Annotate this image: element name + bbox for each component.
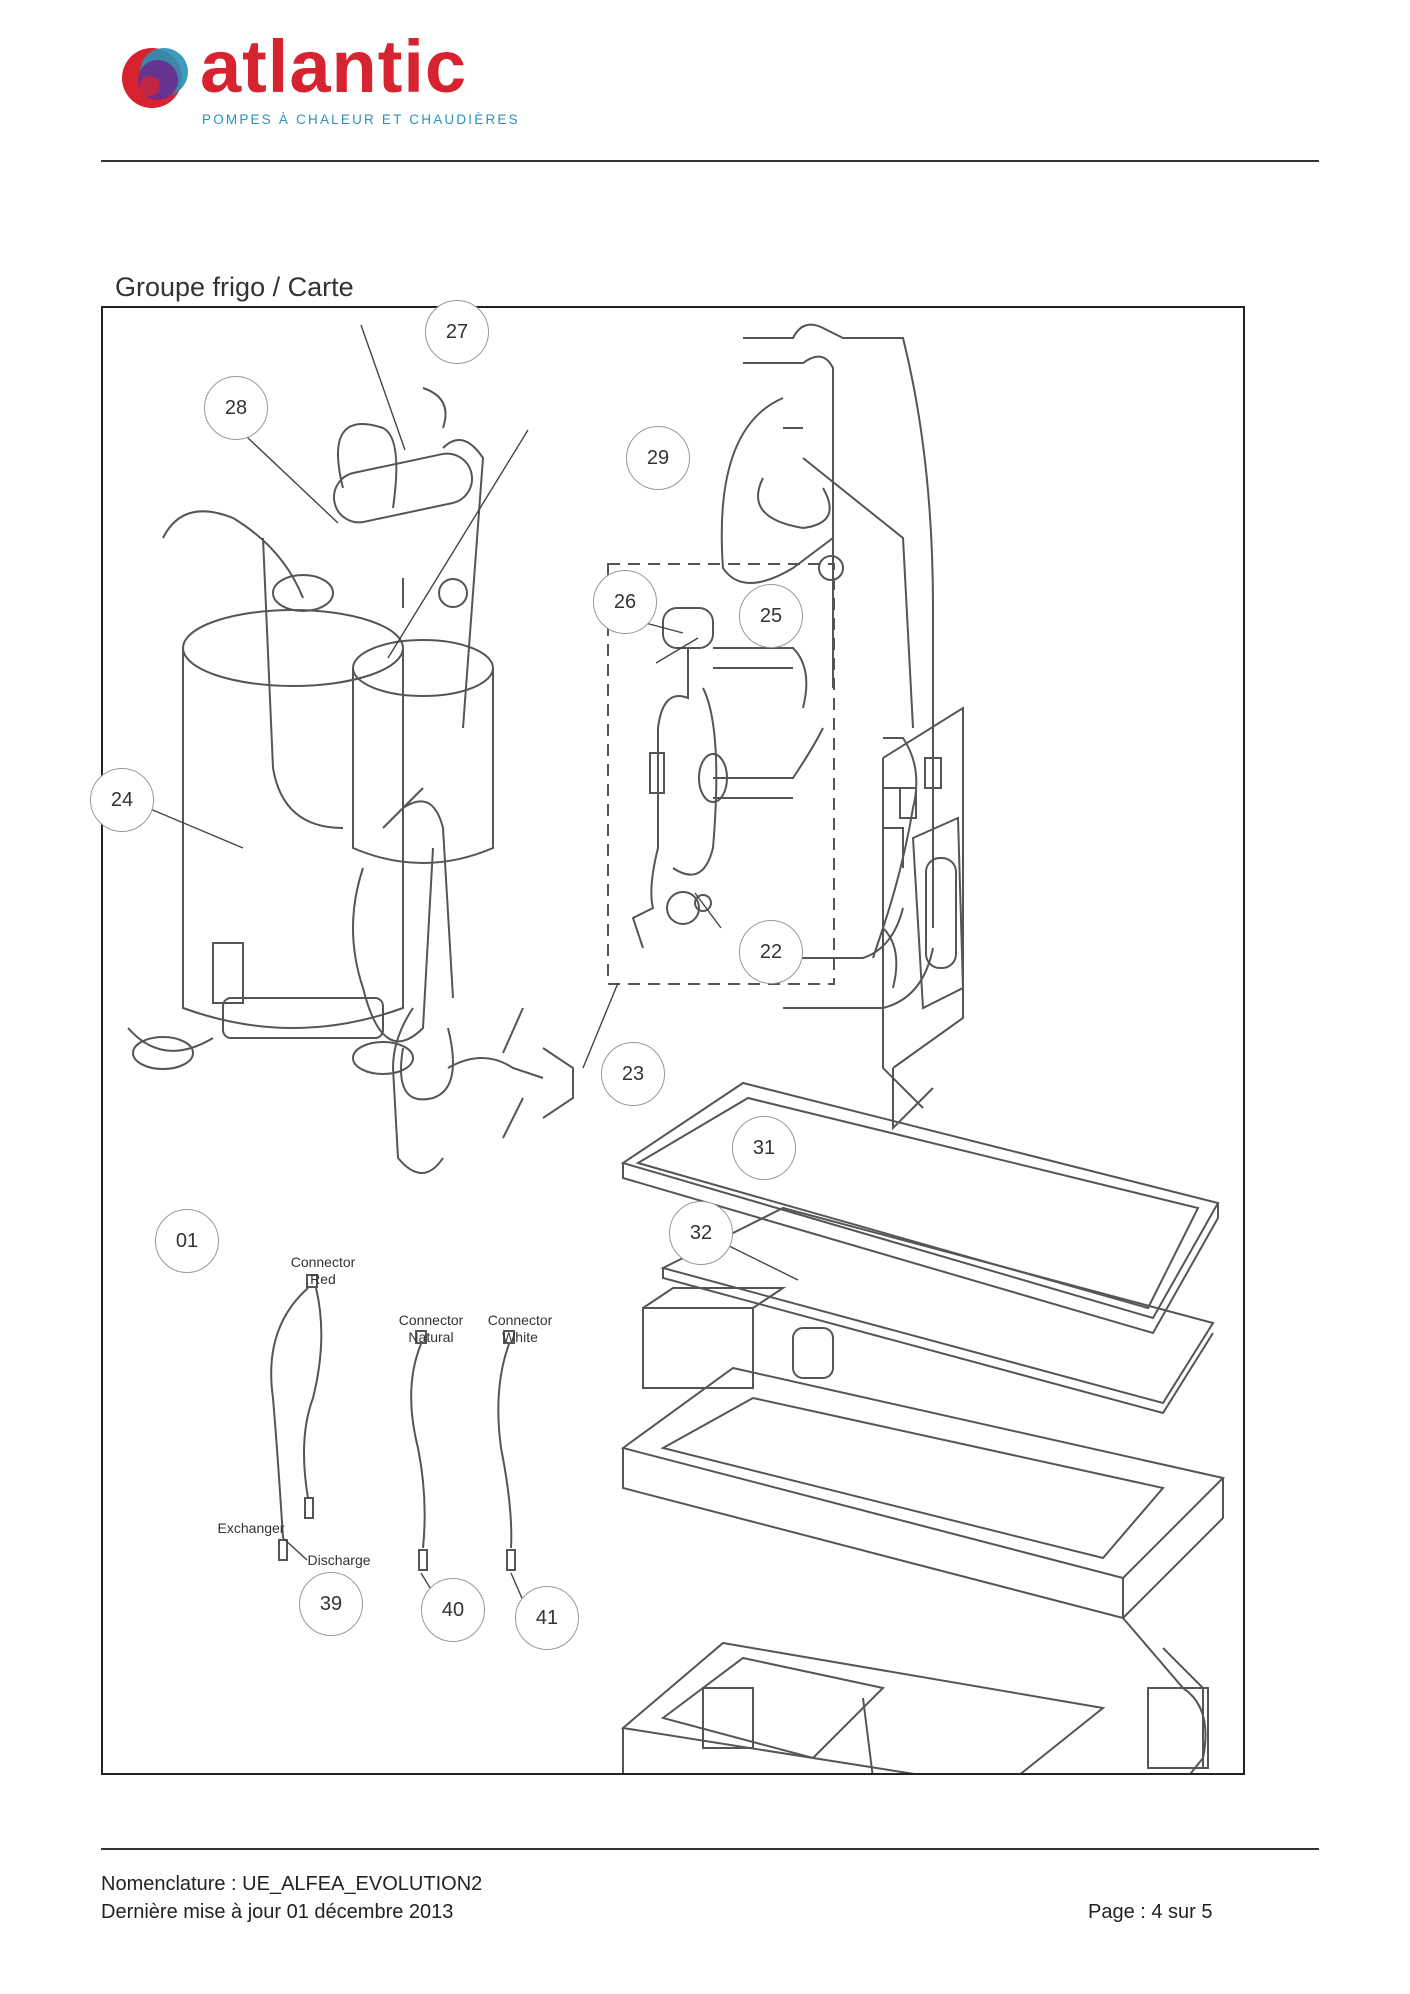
callout-32: 32	[669, 1201, 733, 1265]
sensor-wires-drawing	[270, 1274, 516, 1571]
exploded-diagram: 27 28 29 26 25 24 22 23 31 32 01 39 40 4…	[90, 300, 1245, 1775]
callout-24: 24	[90, 768, 154, 832]
callout-28: 28	[204, 376, 268, 440]
callout-01: 01	[155, 1209, 219, 1273]
accumulator-drawing	[332, 387, 574, 1174]
callout-22: 22	[739, 920, 803, 984]
callout-31: 31	[732, 1116, 796, 1180]
side-panel-drawing	[882, 706, 965, 1131]
callout-41: 41	[515, 1586, 579, 1650]
brand-tagline: POMPES À CHALEUR ET CHAUDIÈRES	[202, 112, 520, 127]
brand-name: atlantic	[200, 25, 468, 108]
callout-26: 26	[593, 570, 657, 634]
footer-nomenclature: Nomenclature : UE_ALFEA_EVOLUTION2	[101, 1873, 483, 1895]
logo-mark-icon	[122, 48, 188, 108]
compressor-drawing	[127, 510, 414, 1075]
label-connector-red: Connector Red	[290, 1254, 356, 1287]
callout-39: 39	[299, 1572, 363, 1636]
label-connector-natural: Connector Natural	[398, 1312, 464, 1345]
section-title: Groupe frigo / Carte	[115, 272, 354, 302]
callout-23: 23	[601, 1042, 665, 1106]
atlantic-logo: atlantic POMPES À CHALEUR ET CHAUDIÈRES	[112, 30, 518, 132]
footer-updated: Dernière mise à jour 01 décembre 2013	[101, 1901, 454, 1923]
label-discharge: Discharge	[307, 1552, 371, 1568]
valve-assembly-drawing	[631, 607, 728, 949]
callout-25: 25	[739, 584, 803, 648]
pcb-board-drawing	[642, 1206, 1215, 1415]
footer-rule	[101, 1848, 1319, 1850]
callout-40: 40	[421, 1578, 485, 1642]
label-exchanger: Exchanger	[217, 1520, 285, 1536]
label-connector-white: Connector White	[487, 1312, 553, 1345]
chassis-drawing	[620, 1366, 1225, 1773]
diagram-drawing	[127, 323, 1225, 1773]
callout-29: 29	[626, 426, 690, 490]
header-rule	[101, 160, 1319, 162]
pipe-bundle-drawing	[713, 323, 942, 1009]
footer-page-number: Page : 4 sur 5	[1088, 1901, 1213, 1923]
callout-27: 27	[425, 300, 489, 364]
leader-lines	[128, 324, 799, 1613]
